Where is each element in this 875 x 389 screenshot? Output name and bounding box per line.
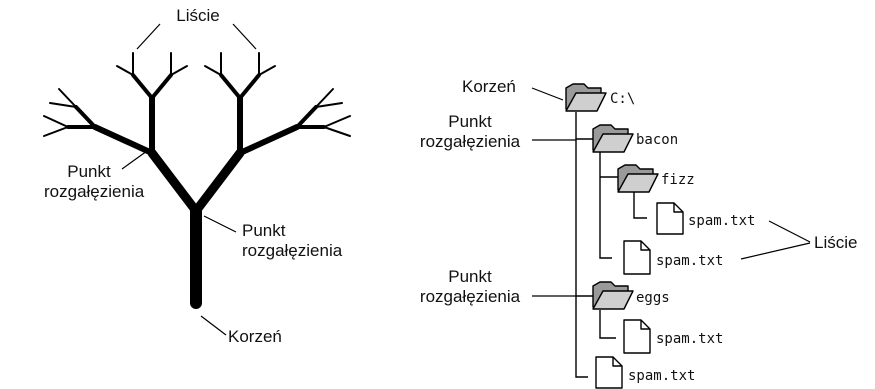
tree-root-label: Korzeń xyxy=(228,327,282,346)
fs-leaves-callout-2 xyxy=(740,242,811,260)
folder-icon-eggs xyxy=(592,281,634,310)
tree-branch-label-right-line2: rozgałęzienia xyxy=(242,241,343,260)
tree-branch-right xyxy=(191,148,245,216)
tree-branch-label-right: Punkt rozgałęzienia xyxy=(242,221,342,261)
leaves-callout-left xyxy=(136,23,161,50)
file-name-eggs-spam: spam.txt xyxy=(656,331,724,347)
folder-name-root: C:\ xyxy=(610,91,636,107)
file-name-bacon-spam: spam.txt xyxy=(656,253,724,269)
connector-bacon xyxy=(599,152,612,259)
fs-branch-label-1-line2: rozgałęzienia xyxy=(419,132,521,151)
fs-branch-label-1: Punkt rozgałęzienia xyxy=(408,112,532,152)
file-name-fizz-spam: spam.txt xyxy=(688,213,756,229)
tree-branch-label-left: Punkt rozgałęzienia xyxy=(44,162,145,202)
fs-branch-label-2-line1: Punkt xyxy=(448,267,492,286)
fs-leaves-label: Liście xyxy=(814,233,858,252)
fs-leaves-callout-1 xyxy=(768,220,811,243)
fs-root-label: Korzeń xyxy=(462,77,516,96)
fs-branch-label-2-line2: rozgałęzienia xyxy=(419,287,521,306)
tree-branch-label-left-line1: Punkt xyxy=(67,162,111,181)
file-name-root-spam: spam.txt xyxy=(628,368,696,384)
file-icon-root-spam xyxy=(595,356,623,389)
folder-name-eggs: eggs xyxy=(636,290,670,306)
folder-icon-bacon xyxy=(592,124,634,153)
file-icon-eggs-spam xyxy=(623,319,651,354)
root-callout xyxy=(200,315,227,336)
fs-root-callout xyxy=(531,87,564,101)
leaves-callout-right xyxy=(232,23,257,50)
branch-callout-right xyxy=(203,215,237,233)
fs-branch-label-2: Punkt rozgałęzienia xyxy=(408,267,532,307)
tree-branch-left xyxy=(147,148,201,216)
folder-name-bacon: bacon xyxy=(636,132,679,148)
connector-root xyxy=(575,112,588,378)
folder-icon-root xyxy=(565,83,607,112)
connector-eggs xyxy=(599,310,616,339)
folder-icon-fizz xyxy=(617,164,659,193)
tree-branch-label-right-line1: Punkt xyxy=(242,221,286,240)
folder-name-fizz: fizz xyxy=(661,172,695,188)
file-icon-fizz-spam xyxy=(656,202,684,235)
fs-branch-label-1-line1: Punkt xyxy=(448,112,492,131)
connector-fizz xyxy=(633,192,647,219)
tree-leaves-label: Liście xyxy=(176,6,220,25)
tree-branch-label-left-line2: rozgałęzienia xyxy=(44,182,145,201)
branch-callout-left xyxy=(121,150,148,170)
file-icon-bacon-spam xyxy=(623,240,651,275)
